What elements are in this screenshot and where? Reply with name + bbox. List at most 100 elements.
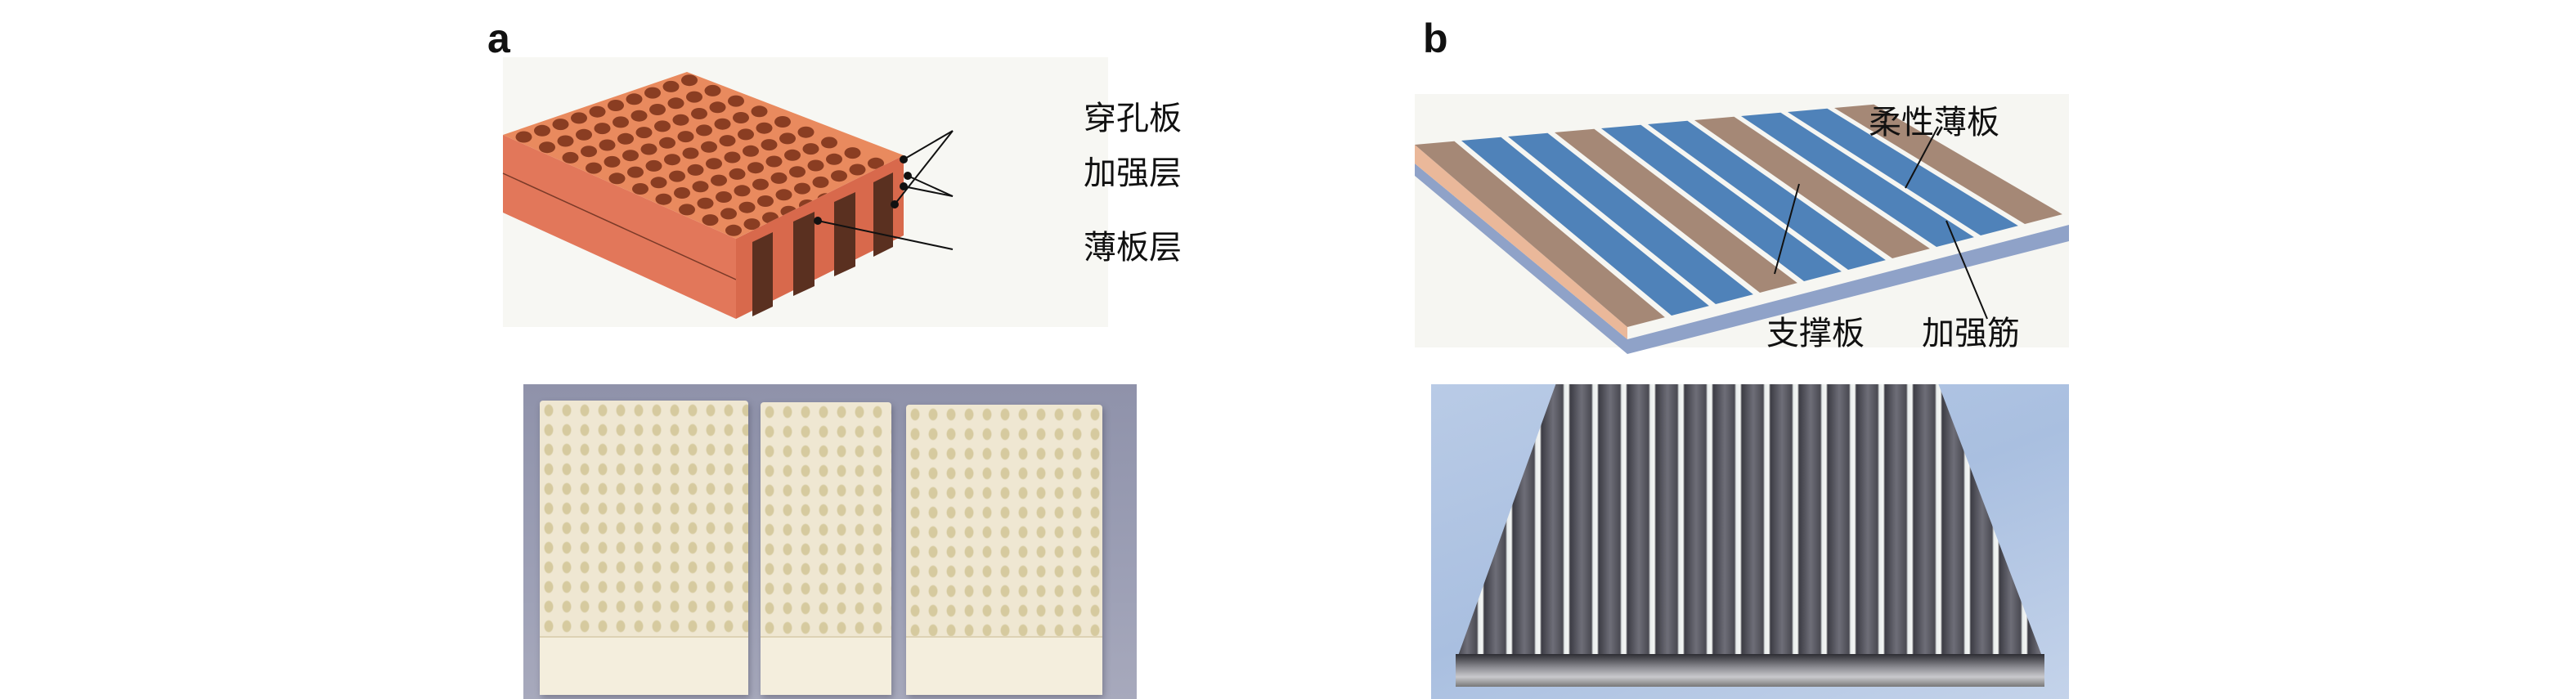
hole xyxy=(734,185,751,197)
hole xyxy=(775,189,792,201)
hole xyxy=(738,201,756,213)
hole xyxy=(702,214,719,226)
hole xyxy=(659,137,675,149)
hole xyxy=(631,110,648,122)
label-support-plate: 支撑板 xyxy=(1766,315,1865,352)
hole xyxy=(594,123,611,135)
hole xyxy=(714,118,731,130)
hole xyxy=(667,97,684,110)
hole xyxy=(686,91,702,103)
stiffener-rib xyxy=(1415,141,1665,327)
perforated-samples-photo xyxy=(523,384,1137,699)
hole xyxy=(789,166,806,178)
hole xyxy=(681,74,698,87)
block-front-face xyxy=(736,155,904,319)
hole xyxy=(557,135,574,147)
hole xyxy=(654,120,671,132)
hole xyxy=(757,195,774,207)
hole xyxy=(784,149,801,161)
hole xyxy=(632,183,648,195)
hole xyxy=(743,145,759,157)
flexible-sheet-panel-diagram xyxy=(1415,94,2069,354)
hole xyxy=(626,93,643,105)
hole xyxy=(770,172,788,184)
hole xyxy=(743,218,761,231)
hole xyxy=(724,151,741,164)
hole xyxy=(812,176,829,188)
hole xyxy=(664,154,680,166)
hole xyxy=(725,224,742,236)
hole xyxy=(849,164,866,176)
flexible-sheet xyxy=(1788,108,2018,235)
flexible-sheet xyxy=(1601,124,1842,281)
hole xyxy=(774,116,791,128)
hole xyxy=(728,95,744,107)
hole xyxy=(586,162,602,174)
hole xyxy=(761,139,778,151)
hole xyxy=(589,105,606,118)
hole xyxy=(831,170,847,182)
panel-a-letter: a xyxy=(487,16,510,61)
hole xyxy=(635,127,653,139)
hole xyxy=(711,174,727,186)
panel-b-letter: b xyxy=(1423,16,1448,61)
hole xyxy=(706,158,722,170)
hole xyxy=(627,166,644,178)
hole xyxy=(752,178,769,190)
label-flexible-thin-plate: 柔性薄板 xyxy=(1869,104,1999,141)
flexible-panel-photo xyxy=(1431,384,2069,699)
hole xyxy=(674,187,690,199)
stiffener-rib xyxy=(1834,104,2062,224)
hole xyxy=(765,155,783,168)
flexible-sheet xyxy=(1508,132,1753,304)
hole xyxy=(719,135,736,147)
hole xyxy=(599,139,616,151)
hole xyxy=(821,137,837,149)
hole xyxy=(716,191,732,203)
hole xyxy=(701,141,717,153)
hole xyxy=(720,208,737,220)
sample-bar xyxy=(906,405,1102,695)
hole xyxy=(679,204,695,216)
hole xyxy=(645,159,662,172)
hole xyxy=(622,150,639,162)
stiffener-rib xyxy=(1694,116,1930,258)
hole xyxy=(844,147,861,159)
hole xyxy=(677,131,694,143)
label-perforated-plate: 穿孔板 xyxy=(1084,100,1182,137)
hole xyxy=(640,143,657,155)
hole xyxy=(696,124,712,137)
hole xyxy=(709,101,726,114)
hole xyxy=(697,197,714,209)
label-stiffener-rib: 加强筋 xyxy=(1922,315,2020,352)
hole xyxy=(779,132,796,145)
hole xyxy=(868,157,884,169)
hole xyxy=(751,105,768,118)
hole xyxy=(655,193,672,205)
flexible-sheet xyxy=(1741,112,1974,247)
stiffener-rib xyxy=(1555,128,1797,293)
hole xyxy=(608,173,626,185)
hole xyxy=(691,108,707,119)
hole xyxy=(644,87,661,99)
perforated-panel-diagram xyxy=(502,57,1108,327)
hole xyxy=(687,164,704,176)
hole xyxy=(807,159,824,172)
hole xyxy=(802,143,819,155)
sample-bar xyxy=(540,401,748,695)
hole xyxy=(738,128,754,141)
hole xyxy=(576,128,592,141)
hole xyxy=(581,146,597,158)
hole xyxy=(608,100,624,111)
hole xyxy=(604,155,621,168)
hole xyxy=(650,177,667,189)
flexible-sheet xyxy=(1648,120,1886,270)
hole xyxy=(562,151,579,164)
support-plate xyxy=(1415,164,2069,354)
hole xyxy=(794,182,810,195)
hole xyxy=(692,181,709,193)
label-reinforcement-layer: 加强层 xyxy=(1084,155,1182,192)
sample-bar xyxy=(761,402,891,695)
hole xyxy=(649,104,666,115)
hole xyxy=(534,124,550,137)
